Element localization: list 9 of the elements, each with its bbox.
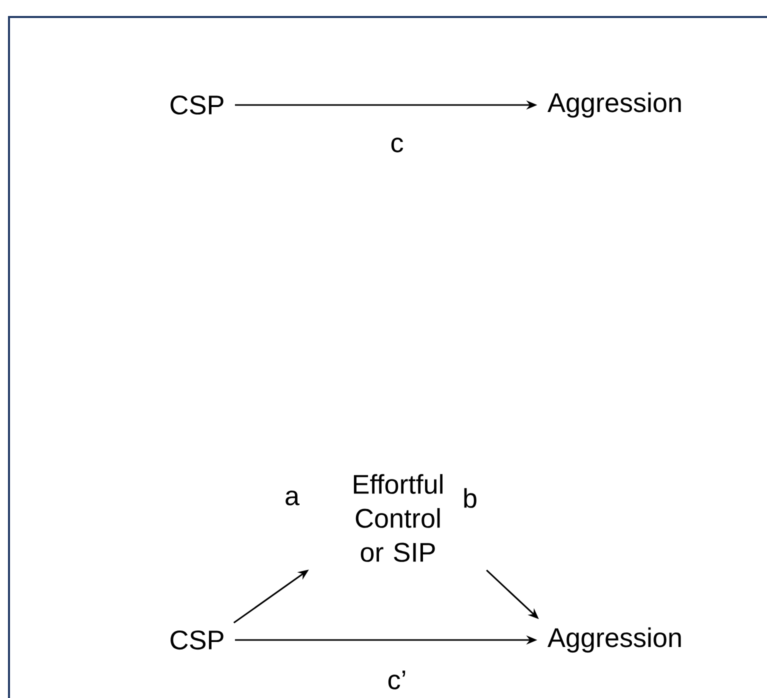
node-label: Aggression xyxy=(548,92,681,118)
edge-label: c xyxy=(391,138,404,152)
edge-label: b xyxy=(464,488,476,508)
node-label: Effortful Control or SIP xyxy=(354,474,442,562)
edge-label: a xyxy=(286,490,300,506)
node-label: CSP xyxy=(170,630,224,650)
edge-label: c’ xyxy=(388,670,406,690)
node-label: CSP xyxy=(170,95,224,115)
node-label: Aggression xyxy=(548,627,681,653)
